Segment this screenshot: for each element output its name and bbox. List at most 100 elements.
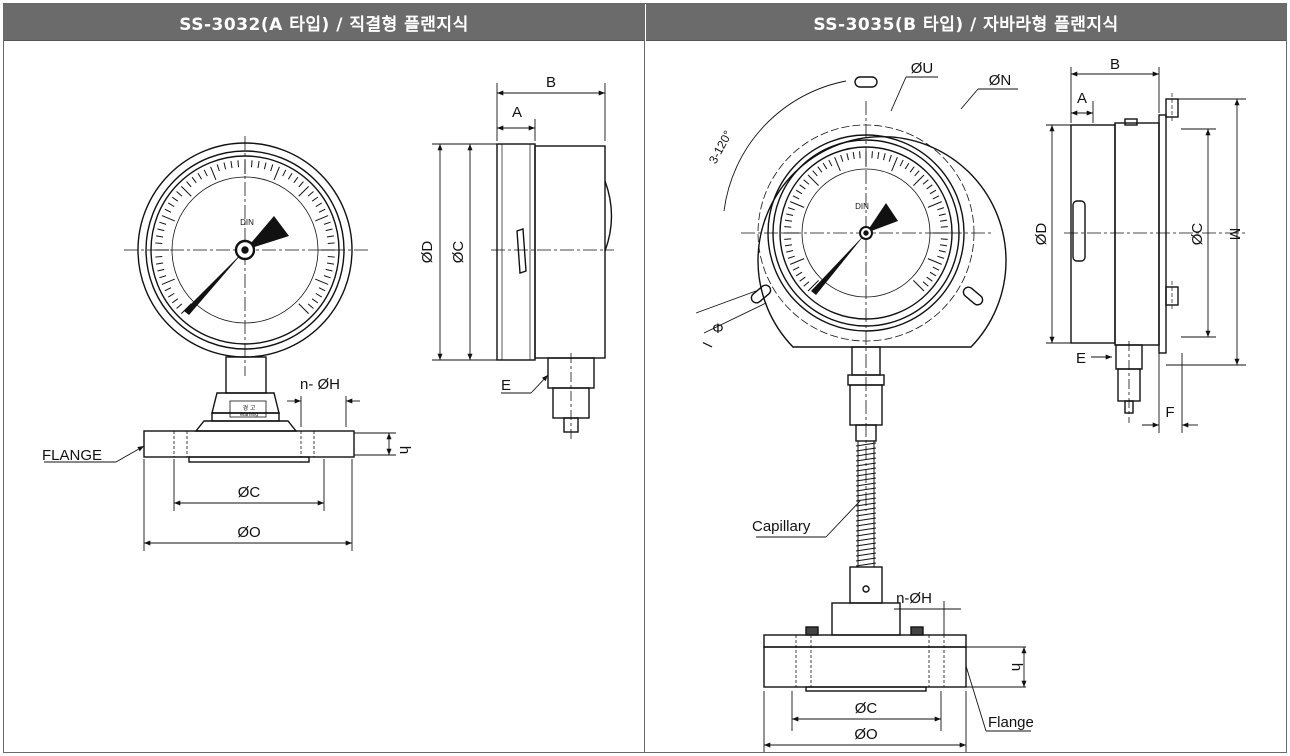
dial-tick — [938, 213, 946, 216]
dial-tick — [159, 221, 167, 225]
dial-tick — [164, 208, 172, 213]
dial-tick — [311, 196, 319, 202]
capillary-coil-turn — [855, 497, 877, 502]
dial-tick — [181, 186, 192, 197]
dial-tick — [164, 287, 172, 292]
dial-tick — [307, 191, 314, 197]
capillary-coil-turn — [855, 537, 877, 542]
dial-tick — [927, 258, 942, 265]
dial-tick — [937, 207, 945, 211]
dial-tick — [786, 250, 794, 253]
dial-tick — [298, 186, 309, 197]
gauge-drawing-a-type: DIN 경 고 Warning n- ØH h FLANGE ØC ØO B A… — [42, 74, 614, 551]
front-view — [741, 76, 1007, 692]
capillary-coil-turn — [855, 472, 877, 477]
dim-label-oo: ØO — [854, 726, 877, 743]
flange-dimensions — [44, 396, 396, 551]
dial-tick — [803, 281, 810, 287]
dial-tick — [293, 176, 299, 184]
dial-tick — [327, 242, 335, 244]
dial-tick — [834, 157, 841, 172]
dial-tick — [203, 169, 208, 177]
dial-tick — [311, 298, 319, 304]
dim-label-nh: n- ØH — [300, 376, 340, 393]
dim-label-oc: ØC — [238, 484, 261, 501]
dial-tick — [156, 262, 164, 265]
dial-tick — [326, 262, 334, 265]
capillary-coil-turn — [855, 502, 877, 507]
dial-tick — [859, 151, 861, 159]
dial-tick — [315, 278, 329, 285]
side-dimensions — [1046, 67, 1246, 433]
dim-label-od: ØD — [1033, 223, 1050, 246]
dial-tick — [922, 281, 929, 287]
capillary-coil-turn — [855, 452, 877, 457]
front-view — [124, 136, 369, 463]
dial-tick — [156, 235, 164, 238]
dial-tick — [191, 176, 197, 184]
dial-tick — [940, 226, 948, 228]
dim-label-l: l — [700, 340, 716, 350]
dial-tick — [932, 266, 940, 271]
dim-label-oc-side: ØC — [1189, 223, 1206, 246]
dial-tick — [157, 268, 165, 272]
dial-tick — [298, 181, 304, 188]
dial-brand: DIN — [240, 218, 254, 227]
front-dimensions — [695, 76, 1031, 752]
capillary-coil-turn — [855, 447, 877, 452]
label-capillary: Capillary — [752, 518, 811, 535]
dial-tick — [927, 201, 942, 208]
panel-title: SS-3035(B 타입) / 자바라형 플랜지식 — [646, 4, 1286, 41]
dial-tick — [176, 191, 183, 197]
dial-tick — [888, 154, 892, 162]
dim-label-angle: 3-120° — [706, 128, 735, 166]
dial-tick — [799, 184, 806, 190]
dial-tick — [914, 170, 920, 177]
dial-tick — [929, 271, 937, 277]
dial-tick — [318, 287, 326, 292]
dial-tick — [883, 153, 886, 161]
dim-label-e: E — [501, 377, 511, 394]
dial-tick — [784, 219, 793, 222]
dial-brand: DIN — [855, 202, 869, 211]
dial-tick — [171, 298, 179, 304]
dial-tick — [155, 256, 163, 258]
capillary-coil-turn — [855, 442, 877, 447]
capillary-coil-turn — [855, 507, 877, 512]
capillary-coil-turn — [855, 557, 877, 562]
dial-tick — [230, 161, 233, 169]
dial-tick — [795, 189, 803, 195]
dial-tick — [812, 170, 818, 177]
dial-tick — [913, 174, 925, 186]
dial-tick — [852, 151, 855, 160]
dial-tick — [210, 166, 217, 180]
dial-tick — [223, 162, 227, 170]
dial-tick — [159, 275, 167, 279]
dial-tick — [929, 189, 937, 195]
dim-label-oo: ØO — [237, 524, 260, 541]
dial-tick — [846, 153, 849, 161]
dial-tick — [799, 276, 806, 282]
dial-tick — [877, 151, 880, 160]
dial-tick — [273, 166, 280, 180]
dial-tick — [932, 195, 940, 200]
capillary-coil-turn — [855, 562, 877, 567]
dial-tick — [237, 160, 239, 168]
dial-tick — [323, 221, 331, 225]
dial-tick — [257, 161, 260, 169]
dial-tick — [790, 201, 805, 208]
panel-ss-3032: SS-3032(A 타입) / 직결형 플랜지식 — [4, 4, 645, 752]
dim-label-h: h — [396, 446, 413, 454]
dial-tick — [325, 228, 333, 232]
capillary-coil-turn — [855, 492, 877, 497]
capillary-coil-turn — [855, 462, 877, 467]
dial-tick — [926, 184, 933, 190]
dim-label-od: ØD — [419, 241, 436, 264]
capillary-coil-turn — [855, 532, 877, 537]
warning-label-en: Warning — [240, 412, 259, 418]
dial-tick — [263, 162, 267, 170]
dial-tick — [176, 303, 183, 309]
dial-tick — [939, 244, 948, 247]
dial-tick — [792, 195, 800, 200]
dial-tick — [323, 275, 331, 279]
